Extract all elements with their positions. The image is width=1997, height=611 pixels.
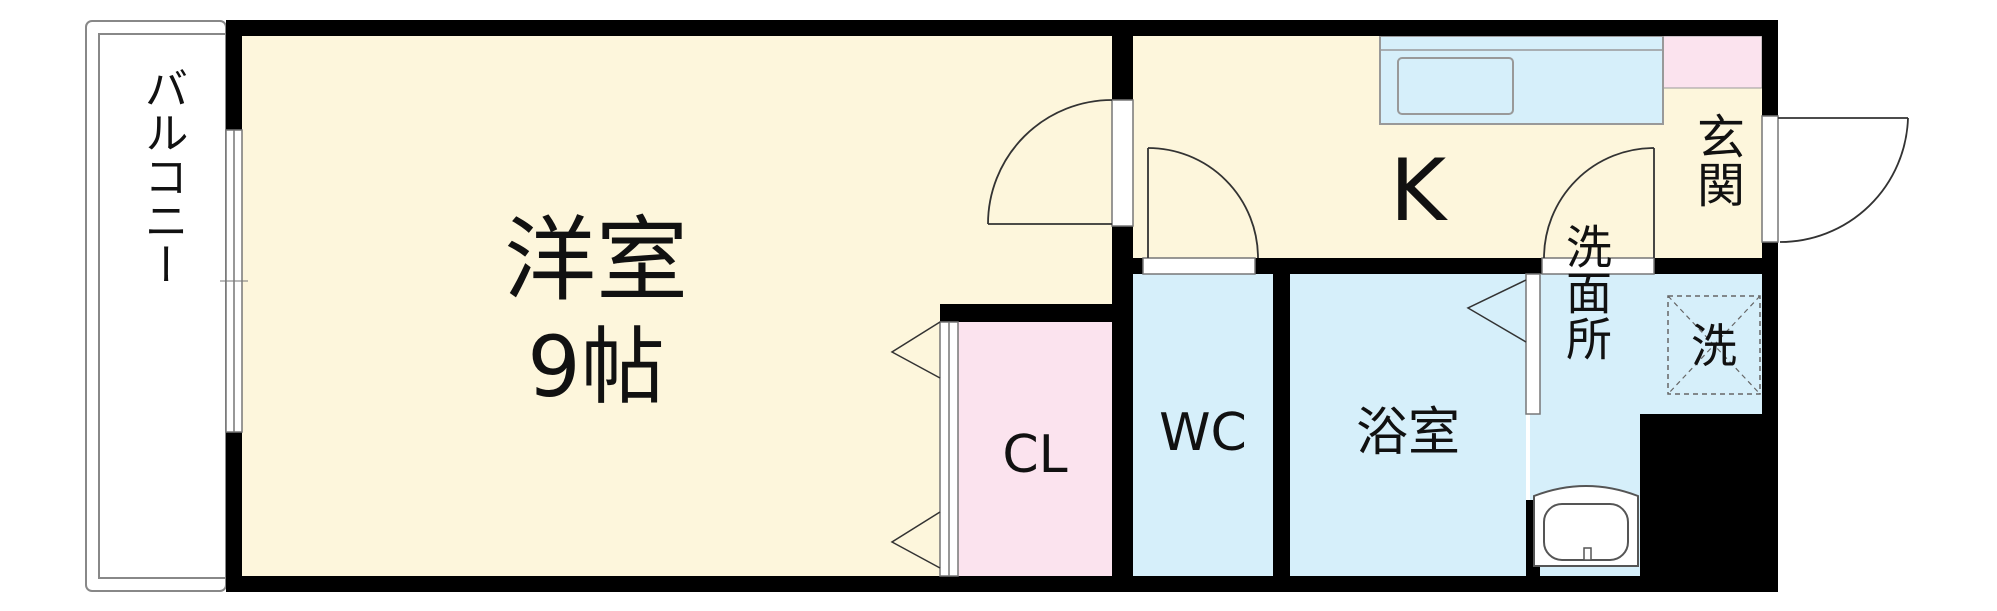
- western-room-size: 9帖: [527, 318, 664, 416]
- bath-floor: [1290, 274, 1526, 576]
- western-room-label: 洋室: [504, 207, 688, 314]
- washroom-door: [1541, 147, 1655, 275]
- bath-door: [1466, 273, 1541, 415]
- closet-sliding-door: [890, 321, 959, 577]
- entrance-floor: [1663, 88, 1762, 258]
- toilet-floor: [1133, 274, 1273, 576]
- toilet-label: WC: [1159, 403, 1247, 463]
- western-room-door: [987, 99, 1134, 227]
- washroom-label: 洗面所: [1559, 223, 1613, 361]
- laundry-label: 洗: [1691, 319, 1737, 373]
- closet-floor: [958, 322, 1113, 576]
- balcony-window: [220, 129, 248, 433]
- bath-label: 浴室: [1356, 403, 1460, 463]
- entrance-door: [1761, 115, 1909, 243]
- toilet-door: [1142, 147, 1259, 275]
- kitchen-label: K: [1390, 141, 1449, 241]
- kitchen-counter: [1379, 35, 1664, 125]
- balcony: [85, 20, 227, 592]
- washbasin: [1533, 485, 1639, 567]
- entrance-label: 玄関: [1688, 112, 1744, 208]
- balcony-label: バルコニー: [137, 66, 188, 286]
- closet-label: CL: [1002, 425, 1067, 485]
- shoe-cabinet: [1662, 35, 1763, 89]
- walls: [226, 20, 1778, 592]
- laundry-space: [1667, 295, 1761, 395]
